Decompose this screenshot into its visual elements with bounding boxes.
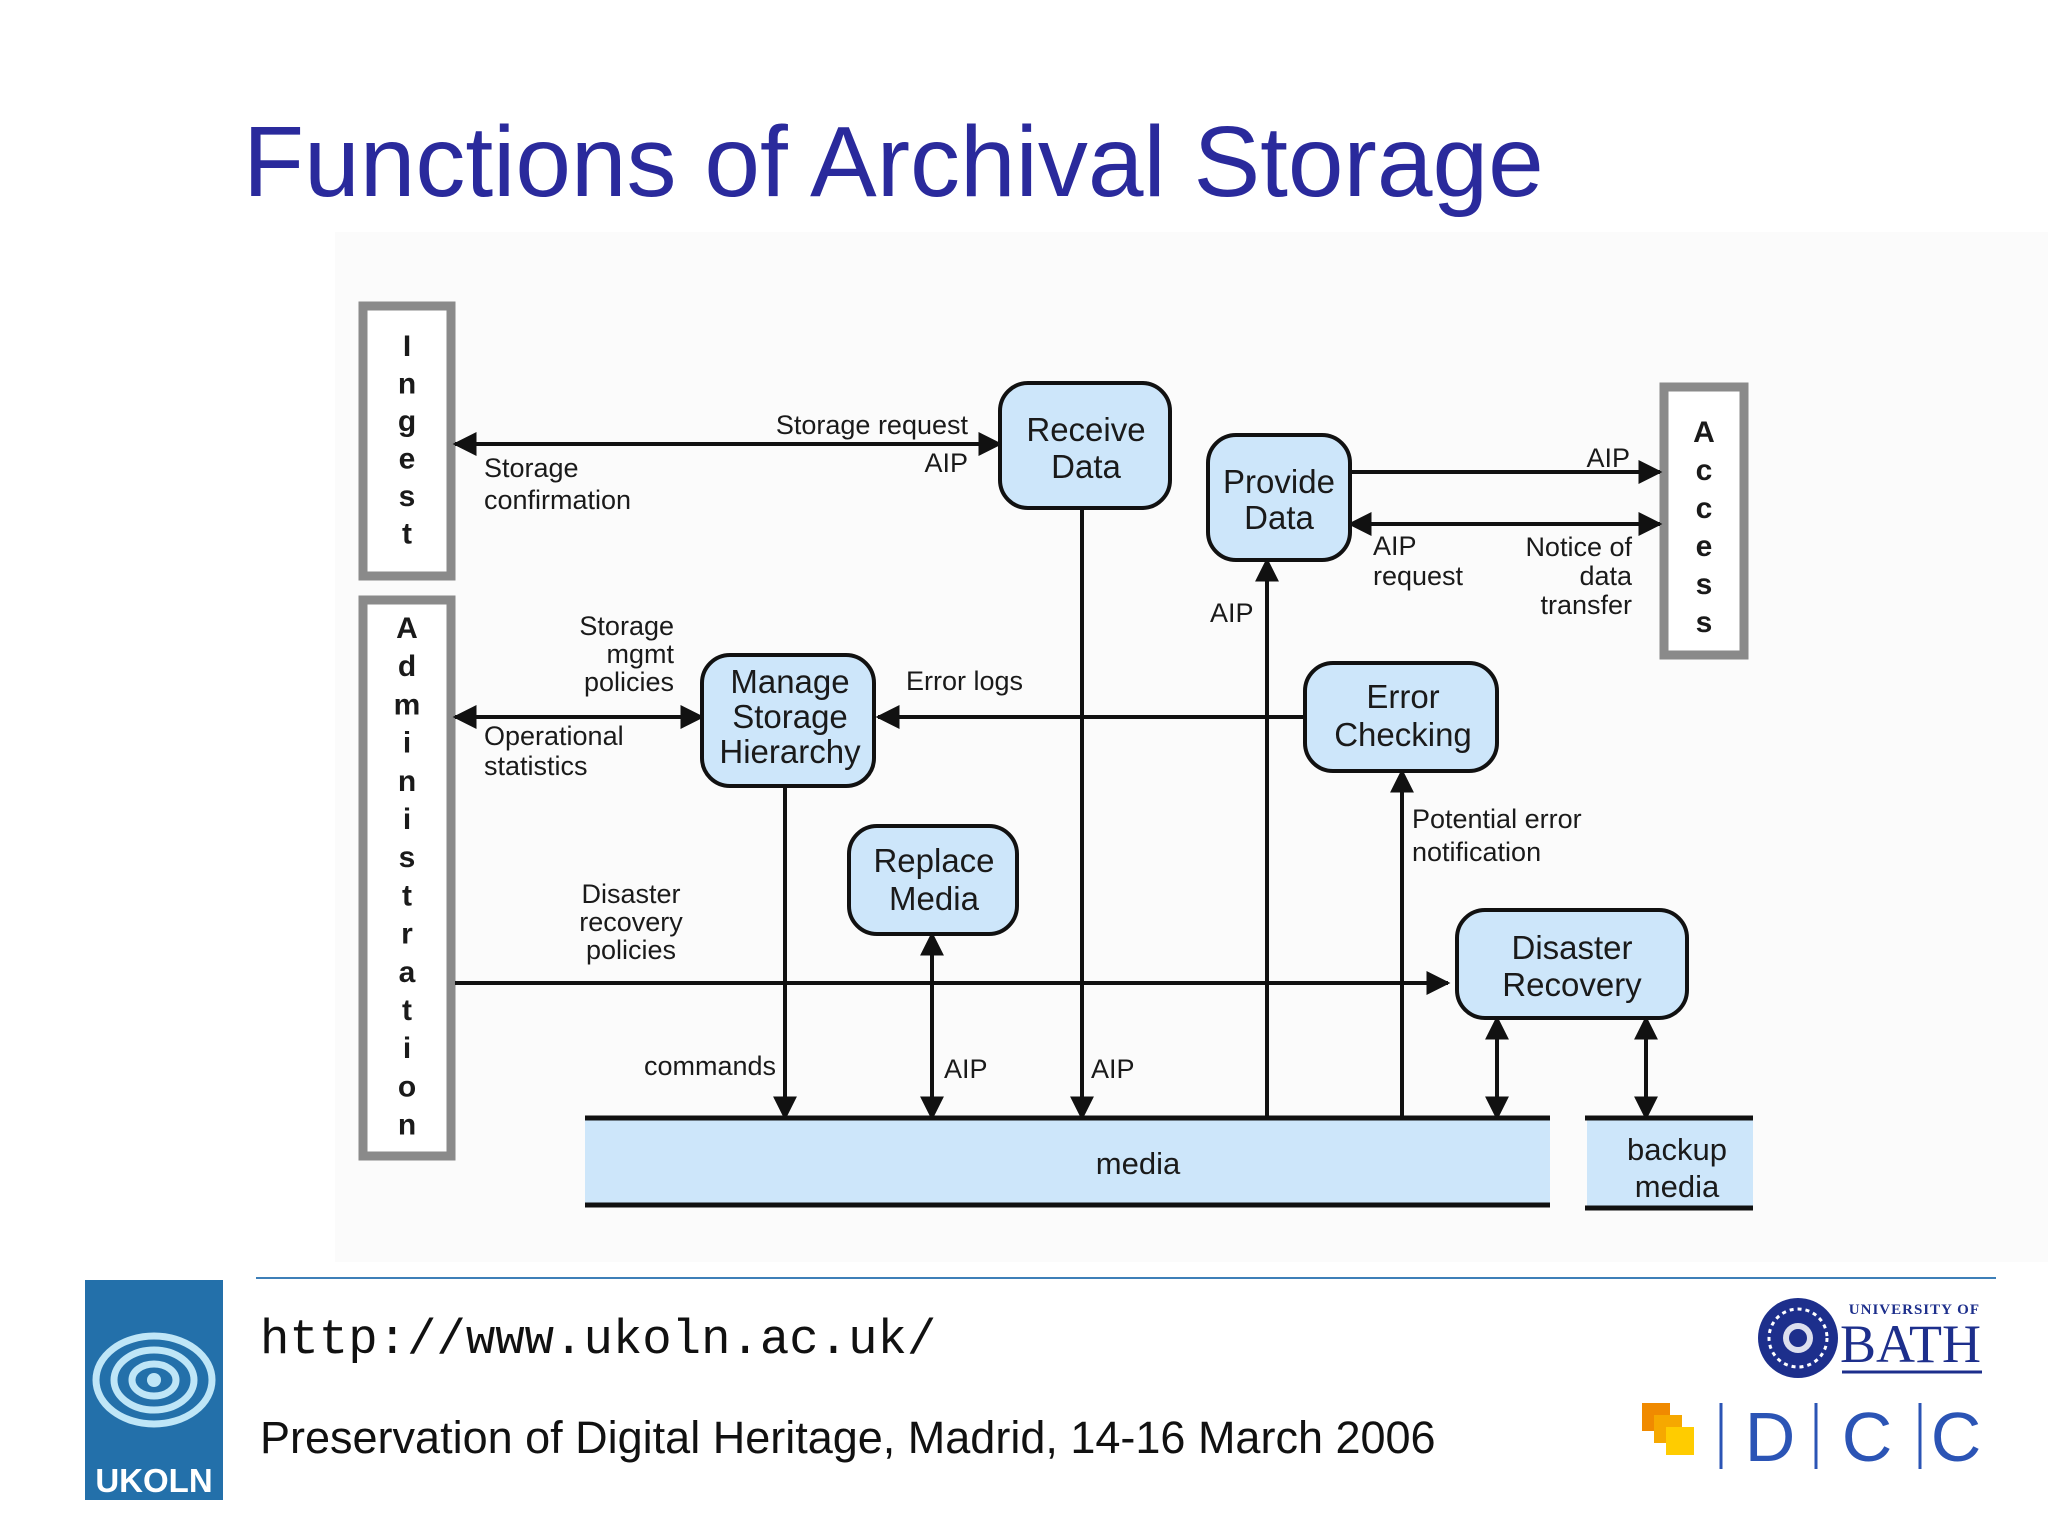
footer-event-text: Preservation of Digital Heritage, Madrid… bbox=[260, 1412, 1436, 1463]
dcc-logo-letter-3: C bbox=[1931, 1398, 1982, 1475]
label-aip-receive-media: AIP bbox=[1091, 1054, 1135, 1084]
dcc-logo-letter-1: D bbox=[1745, 1398, 1796, 1475]
label-aip-provide: AIP bbox=[1210, 598, 1254, 628]
label-commands: commands bbox=[644, 1051, 776, 1081]
store-media: media bbox=[585, 1115, 1550, 1208]
dcc-logo-letter-2: C bbox=[1842, 1398, 1893, 1475]
bath-logo-small-text: UNIVERSITY OF bbox=[1849, 1302, 1980, 1318]
store-media-label: media bbox=[1096, 1146, 1181, 1181]
university-of-bath-logo: UNIVERSITY OF BATH bbox=[1758, 1298, 1982, 1378]
dcc-logo: D C C bbox=[1642, 1398, 1982, 1475]
ukoln-logo-text: UKOLN bbox=[95, 1462, 212, 1499]
bath-logo-large-text: BATH bbox=[1840, 1314, 1981, 1374]
label-aip-receive: AIP bbox=[924, 448, 968, 478]
label-aip-replace: AIP bbox=[944, 1054, 988, 1084]
label-storage-request: Storage request bbox=[776, 410, 969, 440]
footer-divider bbox=[256, 1277, 1996, 1279]
footer-url-link[interactable]: http://www.ukoln.ac.uk/ bbox=[260, 1312, 937, 1368]
ukoln-logo: UKOLN bbox=[85, 1280, 223, 1500]
label-error-logs: Error logs bbox=[906, 666, 1023, 696]
label-aip-access: AIP bbox=[1586, 443, 1630, 473]
slide-title: Functions of Archival Storage bbox=[243, 106, 1544, 218]
diagram-background bbox=[335, 232, 2048, 1262]
